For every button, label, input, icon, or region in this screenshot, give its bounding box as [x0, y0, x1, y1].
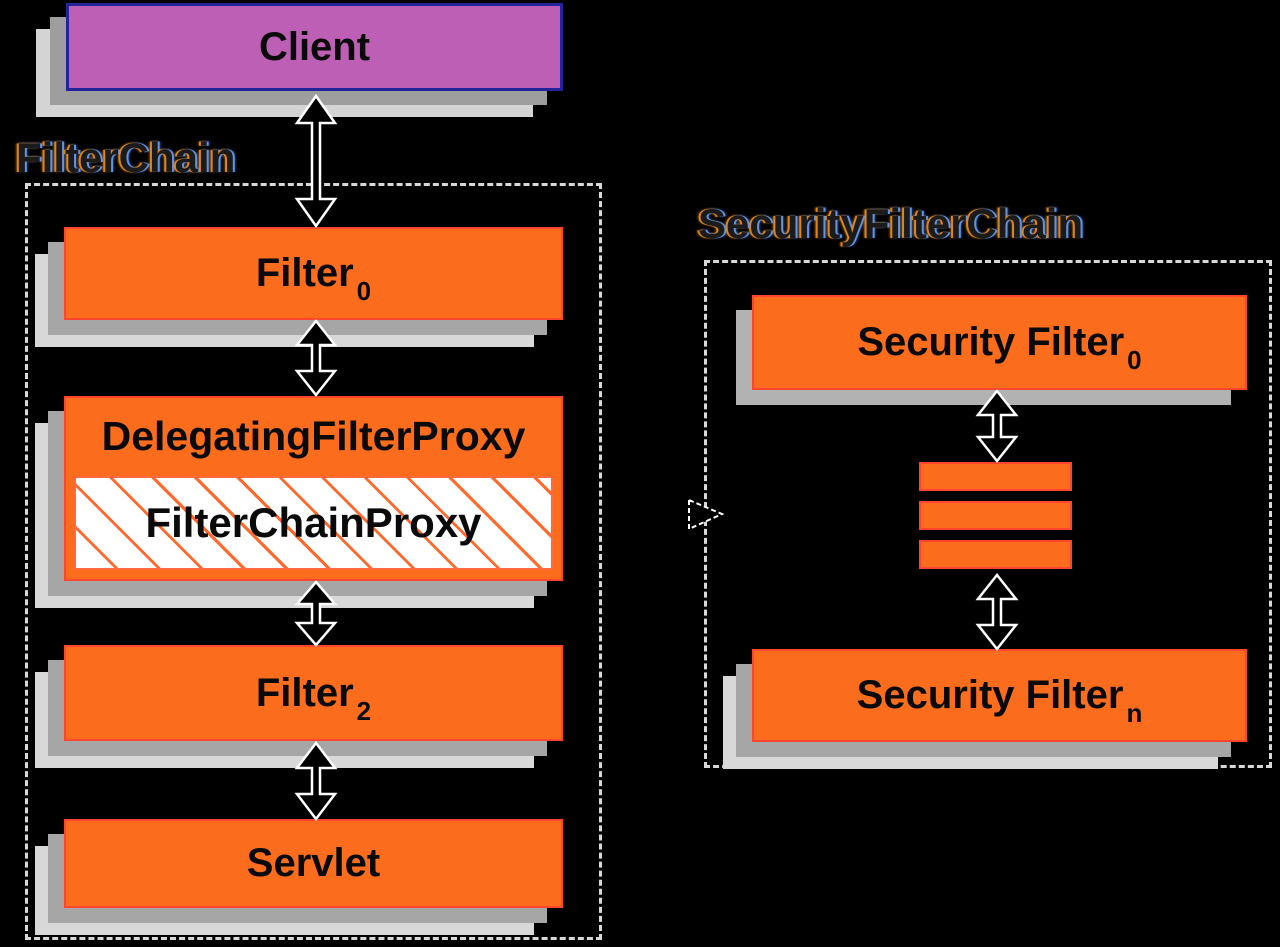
- arrow-securityfilter0-stack: [975, 389, 1019, 463]
- delegating-filter-proxy-box: DelegatingFilterProxy FilterChainProxy: [64, 396, 563, 581]
- filter0-subscript: 0: [356, 276, 372, 306]
- arrow-filter2-servlet: [294, 741, 338, 821]
- arrow-client-filter0: [294, 94, 338, 228]
- security-filtern-subscript: n: [1126, 698, 1143, 728]
- filter-chain-proxy-box: FilterChainProxy: [74, 476, 553, 570]
- arrow-stack-securityfiltern: [975, 573, 1019, 651]
- servlet-box: Servlet: [64, 819, 563, 908]
- filter-stack-bar: [919, 501, 1072, 530]
- filter-stack-bar: [919, 540, 1072, 569]
- client-box: Client: [66, 3, 563, 91]
- filter-chain-proxy-label: FilterChainProxy: [145, 499, 482, 546]
- security-filter0-label: Security Filter: [857, 320, 1125, 364]
- filterchain-label: FilterChain: [16, 134, 236, 181]
- arrow-dfp-filter2: [294, 580, 338, 647]
- servlet-label: Servlet: [246, 841, 381, 885]
- delegating-filter-proxy-label: DelegatingFilterProxy: [101, 412, 526, 459]
- arrow-filterchainproxy-securityfilterchain: [688, 498, 725, 531]
- filter2-label: Filter: [255, 670, 354, 715]
- filter2-subscript: 2: [356, 695, 372, 726]
- client-label: Client: [258, 24, 371, 69]
- securityfilterchain-label: SecurityFilterChain: [698, 200, 1084, 247]
- arrow-filter0-dfp: [294, 319, 338, 397]
- security-filtern-label: Security Filter: [856, 673, 1124, 717]
- filter-stack-bar: [919, 462, 1072, 491]
- security-filter0-subscript: 0: [1127, 345, 1142, 375]
- filter0-label: Filter: [255, 251, 354, 295]
